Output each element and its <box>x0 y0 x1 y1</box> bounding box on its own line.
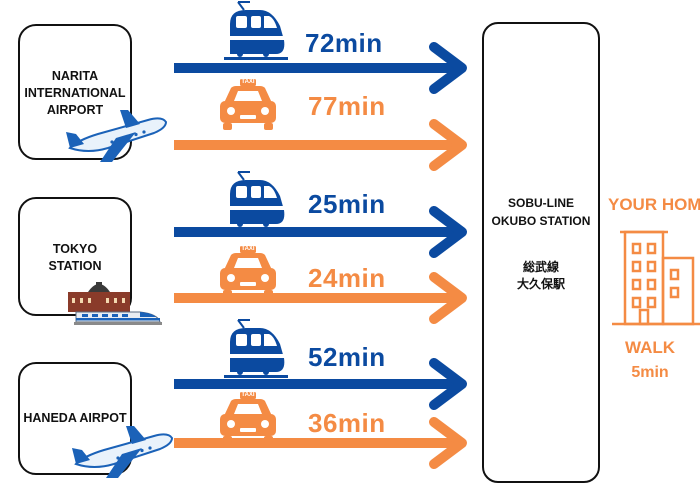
tokyo-station-train-icon <box>68 282 162 325</box>
time-haneda-train: 52min <box>308 342 386 372</box>
origin-haneda-label: HANEDA AIRPOT <box>23 411 127 425</box>
train-icon <box>223 1 289 61</box>
time-tokyo-train: 25min <box>308 189 386 219</box>
home-title: YOUR HOME <box>608 195 700 214</box>
arrow-narita-train <box>174 42 467 94</box>
time-tokyo-taxi: 24min <box>308 263 386 293</box>
airplane-icon <box>71 425 173 479</box>
time-narita-train: 72min <box>305 28 383 58</box>
time-narita-taxi: 77min <box>308 91 386 121</box>
train-icon <box>223 319 289 379</box>
arrow-tokyo-train <box>174 206 467 258</box>
building-icon <box>612 230 700 326</box>
origin-tokyo-label: TOKYO STATION <box>48 242 102 273</box>
taxi-sign-text: TAXI <box>241 79 255 85</box>
taxi-icon <box>220 79 276 130</box>
arrow-haneda-taxi <box>174 417 467 469</box>
okubo-station-box: SOBU-LINE OKUBO STATION 総武線 大久保駅 <box>482 22 600 483</box>
airplane-icon <box>65 109 167 163</box>
walk-label: WALK <box>624 338 676 357</box>
arrow-narita-taxi <box>174 119 467 171</box>
walk-time: 5min <box>631 364 669 381</box>
arrow-haneda-train <box>174 358 467 410</box>
taxi-icon <box>220 246 276 297</box>
station-name: SOBU-LINE OKUBO STATION <box>491 196 591 228</box>
time-haneda-taxi: 36min <box>308 408 386 438</box>
taxi-sign-text: TAXI <box>241 392 255 398</box>
train-icon <box>223 171 289 231</box>
taxi-sign-text: TAXI <box>241 246 255 252</box>
arrow-tokyo-taxi <box>174 272 467 324</box>
taxi-icon <box>220 392 276 443</box>
station-name-jp: 総武線 大久保駅 <box>516 260 565 291</box>
origin-narita-label: NARITA INTERNATIONAL AIRPORT <box>24 69 126 117</box>
